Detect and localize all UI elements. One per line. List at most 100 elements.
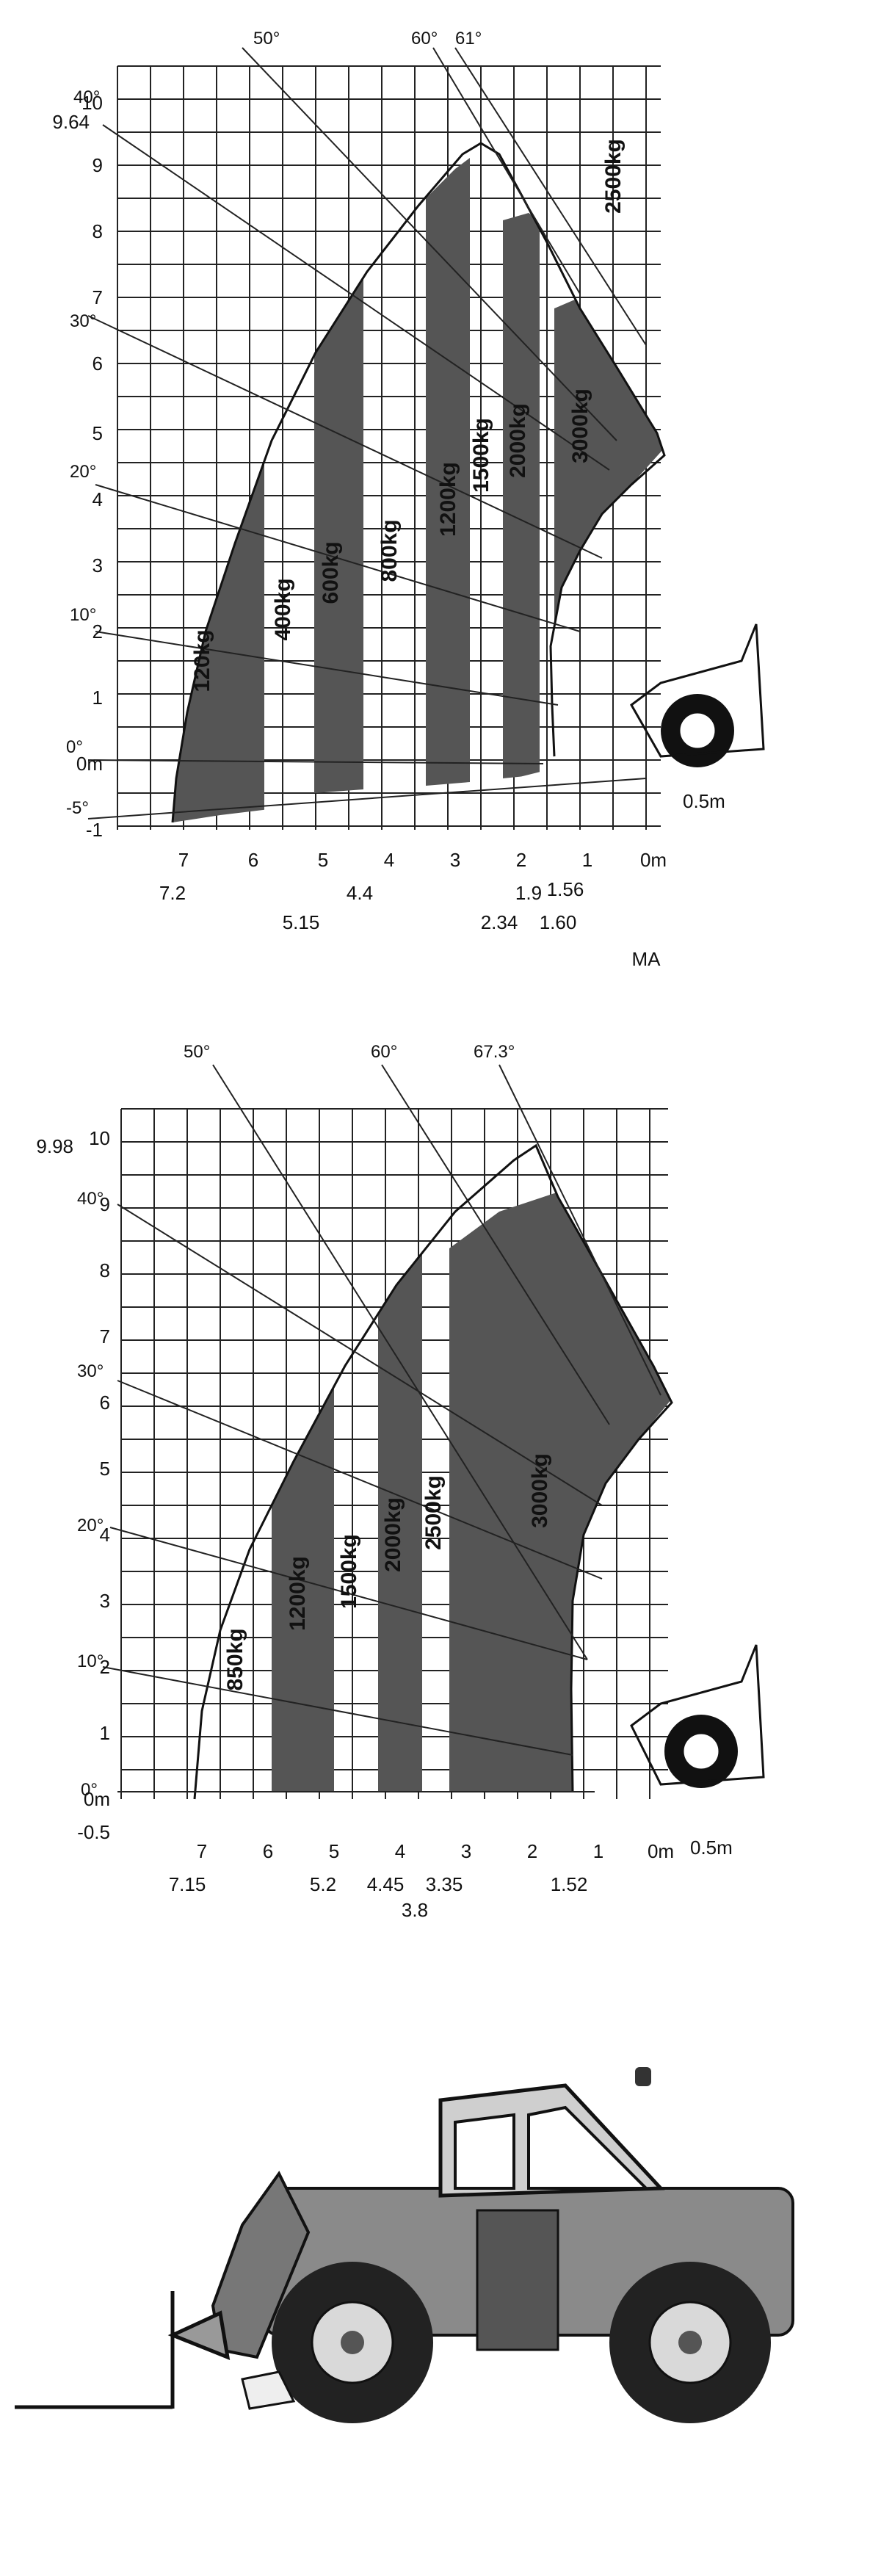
y-tick-label: 0m bbox=[84, 1788, 110, 1810]
x-special-label: 3.8 bbox=[402, 1899, 428, 1921]
angle-label: -5° bbox=[66, 798, 89, 818]
chart-2-machine-icon bbox=[630, 1644, 765, 1788]
angle-label: 50° bbox=[253, 29, 280, 48]
chart-1-angle-lines bbox=[87, 47, 647, 820]
zone-load-label: 120kg bbox=[190, 629, 214, 692]
y-tick-label: 9 bbox=[100, 1193, 110, 1215]
zone-3000kg bbox=[551, 297, 664, 771]
x-tick-label: 7 bbox=[178, 849, 189, 871]
y-tick-label: 7 bbox=[100, 1325, 110, 1347]
zone-load-label: 400kg bbox=[271, 578, 295, 640]
x-tick-label: 0m bbox=[640, 849, 667, 871]
zone-load-label: 2500kg bbox=[421, 1475, 446, 1550]
offset-label: 0.5m bbox=[690, 1837, 733, 1859]
zone-120kg bbox=[173, 463, 264, 822]
angle-label: 10° bbox=[70, 605, 96, 625]
y-tick-label: 6 bbox=[93, 352, 103, 375]
y-special-label: 9.98 bbox=[36, 1135, 73, 1157]
zone-load-label: 1200kg bbox=[436, 462, 460, 537]
angle-label: 0° bbox=[81, 1780, 98, 1800]
y-tick-label: -0.5 bbox=[77, 1821, 110, 1843]
x-special-label: 2.34 bbox=[481, 911, 518, 933]
angle-label: 30° bbox=[70, 311, 96, 331]
x-special-label: 5.15 bbox=[283, 911, 320, 933]
x-tick-label: 3 bbox=[450, 849, 460, 871]
zone-load-label: 2500kg bbox=[601, 139, 626, 214]
angle-label: 0° bbox=[66, 737, 83, 757]
x-special-label: 5.2 bbox=[310, 1873, 336, 1895]
x-tick-label: 4 bbox=[395, 1840, 405, 1862]
x-special-label: 4.45 bbox=[367, 1873, 405, 1895]
x-tick-label: 1 bbox=[593, 1840, 603, 1862]
zone-load-label: 2000kg bbox=[381, 1497, 405, 1572]
angle-label: 61° bbox=[455, 29, 482, 48]
x-tick-label: 5 bbox=[318, 849, 328, 871]
y-tick-label: 4 bbox=[93, 488, 103, 510]
y-tick-label: 10 bbox=[89, 1127, 110, 1149]
zone-load-label: 850kg bbox=[223, 1628, 247, 1690]
fork-icon bbox=[15, 2291, 231, 2409]
y-tick-label: 5 bbox=[100, 1458, 110, 1480]
y-tick-label: 2 bbox=[93, 621, 103, 643]
x-tick-label: 5 bbox=[329, 1840, 339, 1862]
y-tick-label: 2 bbox=[100, 1656, 110, 1678]
angle-label: 60° bbox=[371, 1042, 397, 1062]
angle-label: 40° bbox=[73, 87, 100, 107]
zone-1200kg bbox=[426, 158, 470, 786]
chart-1-zones bbox=[173, 158, 664, 822]
zone-load-label: 1500kg bbox=[469, 418, 493, 493]
zone-load-label: 2000kg bbox=[506, 403, 530, 478]
chart-2-envelope bbox=[193, 1143, 673, 1800]
y-tick-label: 3 bbox=[100, 1590, 110, 1612]
x-tick-label: 2 bbox=[516, 849, 526, 871]
zone-load-label: 800kg bbox=[377, 519, 402, 582]
y-tick-label: 8 bbox=[93, 220, 103, 242]
angle-label: 20° bbox=[70, 462, 96, 482]
caption-label: MA bbox=[632, 948, 661, 970]
angle-label: 30° bbox=[77, 1361, 104, 1381]
y-tick-label: 0m bbox=[76, 753, 103, 775]
y-tick-label: 5 bbox=[93, 422, 103, 444]
wheel-icon bbox=[272, 2262, 433, 2423]
x-special-label: 3.35 bbox=[426, 1873, 463, 1895]
y-tick-label: 6 bbox=[100, 1392, 110, 1414]
y-tick-label: 10 bbox=[81, 92, 103, 114]
y-tick-label: 3 bbox=[93, 554, 103, 576]
angle-label: 67.3° bbox=[474, 1042, 515, 1062]
y-tick-label: -1 bbox=[86, 819, 103, 841]
x-special-label: 1.60 bbox=[540, 911, 577, 933]
angle-label: 20° bbox=[77, 1516, 104, 1535]
y-tick-label: 4 bbox=[100, 1524, 110, 1546]
chart-2-angle-lines bbox=[102, 1064, 661, 1792]
telehandler-icon bbox=[15, 2067, 794, 2423]
angle-label: 40° bbox=[77, 1189, 104, 1209]
x-special-label: 1.9 bbox=[515, 882, 542, 904]
angle-label: 10° bbox=[77, 1651, 104, 1671]
x-tick-label: 7 bbox=[197, 1840, 207, 1862]
y-tick-label: 8 bbox=[100, 1259, 110, 1281]
x-tick-label: 4 bbox=[384, 849, 394, 871]
x-special-label: 1.56 bbox=[547, 878, 584, 900]
x-special-label: 7.2 bbox=[159, 882, 186, 904]
zone-load-label: 1500kg bbox=[337, 1534, 361, 1609]
x-special-label: 1.52 bbox=[551, 1873, 588, 1895]
zone-load-label: 3000kg bbox=[568, 388, 592, 463]
zone-3000kg-2 bbox=[449, 1190, 672, 1792]
x-special-label: 4.4 bbox=[347, 882, 373, 904]
x-tick-label: 0m bbox=[648, 1840, 674, 1862]
y-tick-label: 1 bbox=[93, 687, 103, 709]
x-tick-label: 6 bbox=[263, 1840, 273, 1862]
x-tick-label: 2 bbox=[527, 1840, 537, 1862]
x-special-label: 7.15 bbox=[169, 1873, 206, 1895]
angle-label: 60° bbox=[411, 29, 438, 48]
zone-2000kg bbox=[503, 213, 540, 778]
x-tick-label: 6 bbox=[248, 849, 258, 871]
chart-2-zones bbox=[272, 1190, 672, 1792]
rear-wheel-icon bbox=[609, 2262, 771, 2423]
offset-label: 0.5m bbox=[683, 790, 725, 812]
